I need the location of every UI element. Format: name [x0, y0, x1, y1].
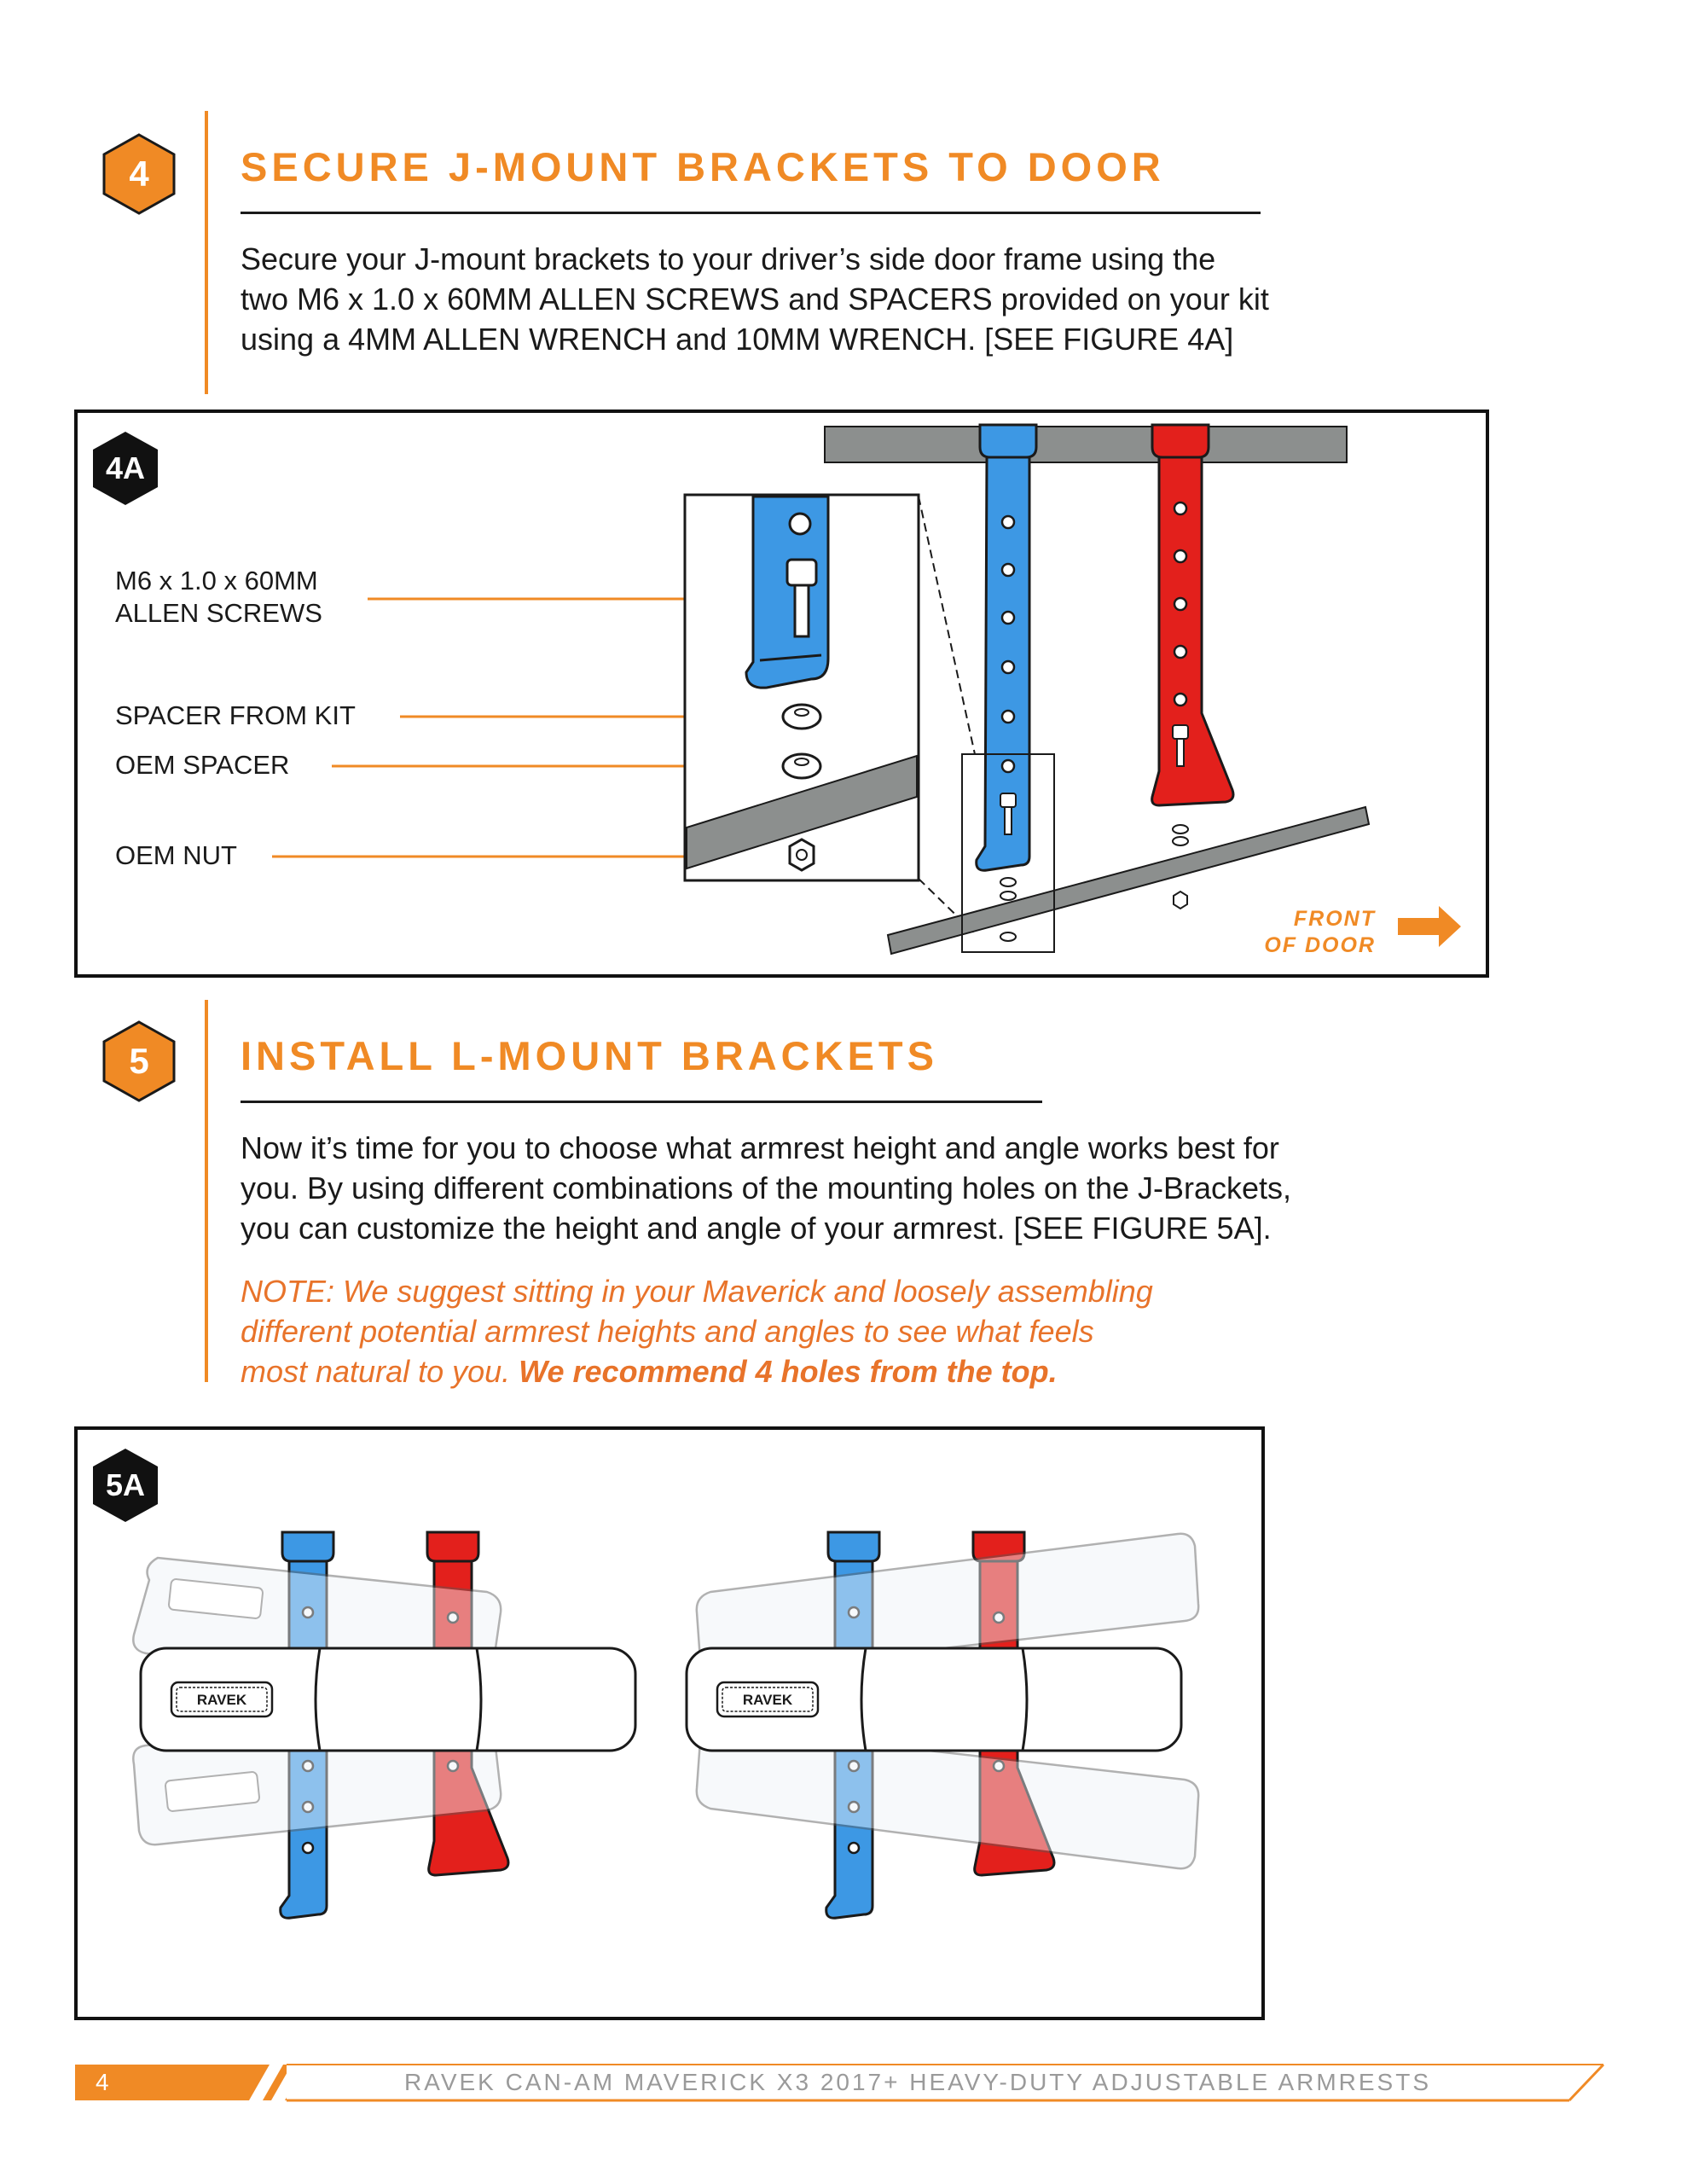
callout-allen-screws-line-2: ALLEN SCREWS — [115, 598, 322, 628]
armrest-angle-diagram: RAVEK RAVEK — [132, 1531, 1200, 1920]
ravek-logo-left: RAVEK — [197, 1692, 247, 1708]
step-4-badge: 4 — [102, 133, 176, 215]
step-5-note-line-1: NOTE: We suggest sitting in your Maveric… — [241, 1274, 1153, 1309]
arrow-right-icon — [1398, 906, 1461, 947]
figure-5a: 5A — [74, 1426, 1265, 2020]
callout-oem-nut: OEM NUT — [115, 840, 237, 870]
step-5-note-line-3: most natural to you. We recommend 4 hole… — [241, 1351, 1058, 1391]
step-5-note-line-2: different potential armrest heights and … — [241, 1314, 1094, 1349]
step-5-body-line-3: you can customize the height and angle o… — [241, 1211, 1272, 1246]
step-5-badge: 5 — [102, 1020, 176, 1102]
step-4-body-line-1: Secure your J-mount brackets to your dri… — [241, 241, 1216, 276]
callout-oem-spacer: OEM SPACER — [115, 750, 290, 780]
step-5-body-line-2: you. By using different combinations of … — [241, 1170, 1292, 1205]
front-of-door-line-2: OF DOOR — [1264, 933, 1376, 957]
footer-document-title: RAVEK CAN-AM MAVERICK X3 2017+ HEAVY-DUT… — [404, 2069, 1432, 2095]
step-4-divider — [205, 111, 208, 394]
callout-spacer-from-kit: SPACER FROM KIT — [115, 700, 356, 730]
armrest-assembly-left: RAVEK — [132, 1531, 637, 1920]
figure-5a-label: 5A — [105, 1467, 146, 1502]
step-4-title: SECURE J-MOUNT BRACKETS TO DOOR — [241, 144, 1165, 189]
footer-accent-bar — [75, 2065, 287, 2100]
figure-4a: 4A M6 x 1.0 x 60MM ALLEN SCREWS SPACER F… — [74, 410, 1489, 978]
ravek-logo-right: RAVEK — [743, 1692, 793, 1708]
step-4-title-rule — [241, 212, 1261, 214]
step-5-note-text: most natural to you. — [241, 1354, 519, 1389]
step-4-body-line-2: two M6 x 1.0 x 60MM ALLEN SCREWS and SPA… — [241, 282, 1269, 317]
step-5-divider — [205, 1000, 208, 1382]
figure-4a-label: 4A — [105, 450, 146, 485]
front-of-door-line-1: FRONT — [1293, 907, 1376, 931]
j-mount-diagram — [272, 423, 1461, 956]
hexagon-icon — [102, 1020, 176, 1102]
step-5-body-line-1: Now it’s time for you to choose what arm… — [241, 1130, 1279, 1165]
footer-page-number: 4 — [96, 2069, 109, 2095]
step-4-body-line-3: using a 4MM ALLEN WRENCH and 10MM WRENCH… — [241, 322, 1234, 357]
callout-allen-screws: M6 x 1.0 x 60MM ALLEN SCREWS — [115, 565, 322, 630]
hexagon-icon — [102, 133, 176, 215]
figure-4a-badge: 4A — [91, 430, 159, 507]
figure-5a-badge: 5A — [91, 1447, 159, 1524]
hexagon-icon — [93, 432, 158, 505]
hexagon-icon — [93, 1449, 158, 1522]
red-j-bracket — [1151, 423, 1235, 910]
front-of-door-label: FRONT OF DOOR — [1239, 906, 1376, 959]
armrest-assembly-right: RAVEK — [685, 1531, 1200, 1920]
footer-decoration — [249, 2063, 1605, 2102]
step-4-number: 4 — [129, 154, 149, 194]
callout-allen-screws-line-1: M6 x 1.0 x 60MM — [115, 566, 318, 595]
step-5-title-rule — [241, 1101, 1042, 1103]
blue-j-bracket — [961, 423, 1055, 953]
detail-inset — [683, 493, 920, 882]
step-5-note-recommendation: We recommend 4 holes from the top. — [519, 1354, 1058, 1389]
step-5-number: 5 — [129, 1041, 149, 1081]
step-5-title: INSTALL L-MOUNT BRACKETS — [241, 1033, 938, 1078]
